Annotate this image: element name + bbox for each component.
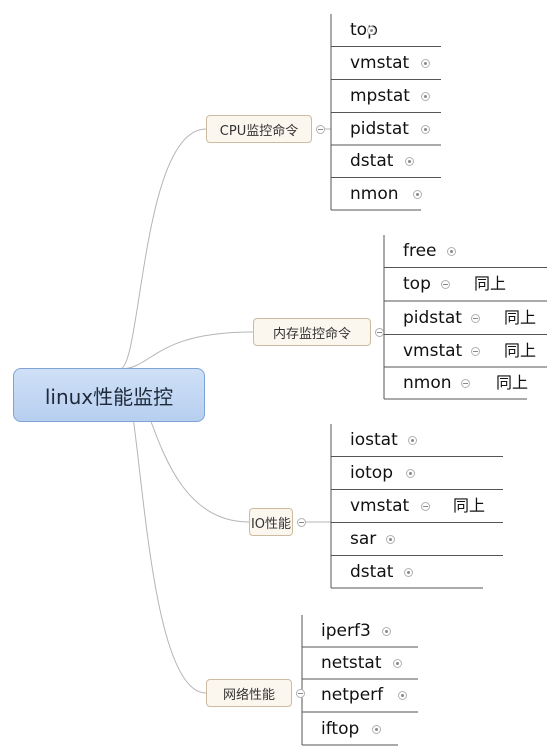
- category-label: CPU监控命令: [219, 123, 299, 139]
- leaf-node[interactable]: vmstat: [403, 341, 463, 361]
- root-node-label: linux性能监控: [44, 384, 174, 409]
- leaf-node[interactable]: vmstat: [350, 496, 410, 516]
- expand-toggle-icon[interactable]: [404, 568, 413, 577]
- leaf-node[interactable]: iostat: [350, 430, 398, 450]
- collapse-toggle-icon[interactable]: [316, 125, 325, 134]
- category-label: IO性能: [250, 516, 292, 532]
- expand-toggle-icon[interactable]: [408, 436, 417, 445]
- root-to-category-link: [119, 331, 254, 370]
- leaf-node[interactable]: nmon: [350, 184, 399, 204]
- leaf-node[interactable]: vmstat: [350, 53, 410, 73]
- leaf-node[interactable]: netperf: [321, 685, 384, 705]
- leaf-node[interactable]: mpstat: [350, 86, 410, 106]
- expand-toggle-icon[interactable]: [367, 26, 376, 35]
- leaf-note: 同上: [496, 373, 529, 392]
- collapse-toggle-icon[interactable]: [375, 328, 384, 337]
- leaf-note: 同上: [453, 496, 486, 515]
- expand-toggle-icon[interactable]: [386, 535, 395, 544]
- collapse-toggle-icon[interactable]: [461, 379, 470, 388]
- collapse-toggle-icon[interactable]: [296, 689, 305, 698]
- leaf-node[interactable]: iperf3: [321, 621, 371, 641]
- expand-toggle-icon[interactable]: [382, 627, 391, 636]
- leaf-node[interactable]: top: [350, 20, 378, 40]
- leaf-node[interactable]: sar: [350, 529, 377, 549]
- expand-toggle-icon[interactable]: [398, 691, 407, 700]
- leaf-node[interactable]: iotop: [350, 463, 393, 483]
- collapse-toggle-icon[interactable]: [471, 314, 480, 323]
- category-label: 内存监控命令: [272, 326, 351, 342]
- leaf-node[interactable]: pidstat: [403, 308, 462, 328]
- expand-toggle-icon[interactable]: [421, 125, 430, 134]
- leaf-note: 同上: [474, 274, 507, 293]
- collapse-toggle-icon[interactable]: [421, 502, 430, 511]
- leaf-node[interactable]: free: [403, 241, 437, 261]
- leaf-node[interactable]: dstat: [350, 562, 394, 582]
- collapse-toggle-icon[interactable]: [441, 280, 450, 289]
- root-to-category-link: [119, 128, 207, 370]
- leaf-node[interactable]: iftop: [321, 719, 360, 739]
- category-label: 网络性能: [222, 687, 275, 703]
- expand-toggle-icon[interactable]: [405, 157, 414, 166]
- leaf-node[interactable]: pidstat: [350, 119, 409, 139]
- leaf-node[interactable]: top: [403, 274, 431, 294]
- leaf-note: 同上: [504, 341, 537, 360]
- expand-toggle-icon[interactable]: [447, 247, 456, 256]
- expand-toggle-icon[interactable]: [421, 92, 430, 101]
- category-node[interactable]: 网络性能: [206, 679, 292, 707]
- collapse-toggle-icon[interactable]: [471, 347, 480, 356]
- leaf-node[interactable]: dstat: [350, 151, 394, 171]
- category-node[interactable]: 内存监控命令: [253, 318, 371, 346]
- category-node[interactable]: IO性能: [249, 508, 293, 536]
- leaf-node[interactable]: netstat: [321, 653, 382, 673]
- expand-toggle-icon[interactable]: [413, 190, 422, 199]
- root-node[interactable]: linux性能监控: [13, 368, 205, 422]
- collapse-toggle-icon[interactable]: [297, 518, 306, 527]
- leaf-note: 同上: [504, 308, 537, 327]
- expand-toggle-icon[interactable]: [372, 725, 381, 734]
- expand-toggle-icon[interactable]: [406, 469, 415, 478]
- expand-toggle-icon[interactable]: [421, 59, 430, 68]
- expand-toggle-icon[interactable]: [393, 659, 402, 668]
- category-node[interactable]: CPU监控命令: [206, 115, 312, 143]
- leaf-node[interactable]: nmon: [403, 373, 452, 393]
